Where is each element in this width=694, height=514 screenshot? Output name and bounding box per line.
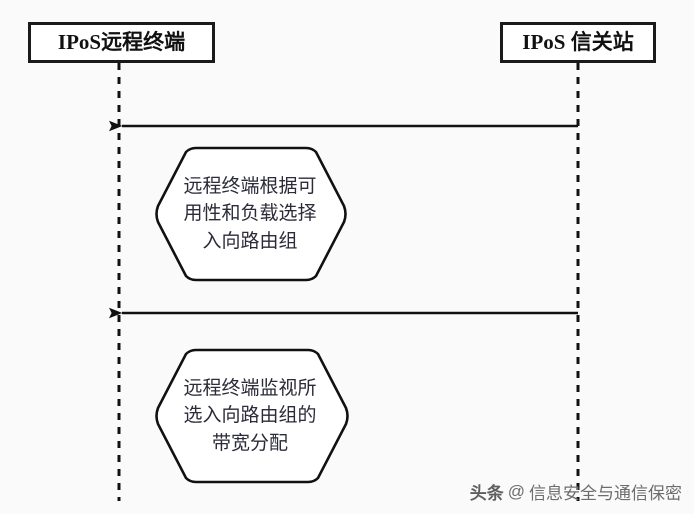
- hexagon-select-outline: [155, 146, 347, 282]
- watermark-at-symbol: @: [507, 481, 525, 501]
- watermark: 头条 @ 信息安全与通信保密: [470, 479, 682, 504]
- watermark-account: 信息安全与通信保密: [529, 484, 682, 503]
- process-monitor-line-1: 远程终端监视所: [183, 377, 317, 399]
- process-monitor-line-3: 带宽分配: [211, 432, 288, 454]
- process-select-line-2: 用性和负载选择: [183, 203, 317, 225]
- watermark-brand: 头条: [469, 484, 504, 503]
- actor-box-terminal[interactable]: IPoS远程终端: [28, 22, 215, 63]
- actor-box-gateway[interactable]: IPoS 信关站: [500, 22, 656, 63]
- process-node-monitor[interactable]: 远程终端监视所 选入向路由组的 带宽分配: [148, 348, 352, 484]
- process-monitor-line-2: 选入向路由组的: [183, 405, 317, 427]
- actor-label-terminal: IPoS远程终端: [57, 30, 186, 54]
- process-select-line-1: 远程终端根据可: [183, 175, 317, 197]
- process-select-text: 远程终端根据可 用性和负载选择 入向路由组: [150, 146, 350, 282]
- process-node-select[interactable]: 远程终端根据可 用性和负载选择 入向路由组: [150, 146, 350, 282]
- process-select-line-3: 入向路由组: [202, 230, 298, 252]
- process-monitor-text: 远程终端监视所 选入向路由组的 带宽分配: [148, 348, 352, 484]
- actor-label-gateway: IPoS 信关站: [522, 30, 634, 54]
- hexagon-monitor-outline: [155, 348, 349, 484]
